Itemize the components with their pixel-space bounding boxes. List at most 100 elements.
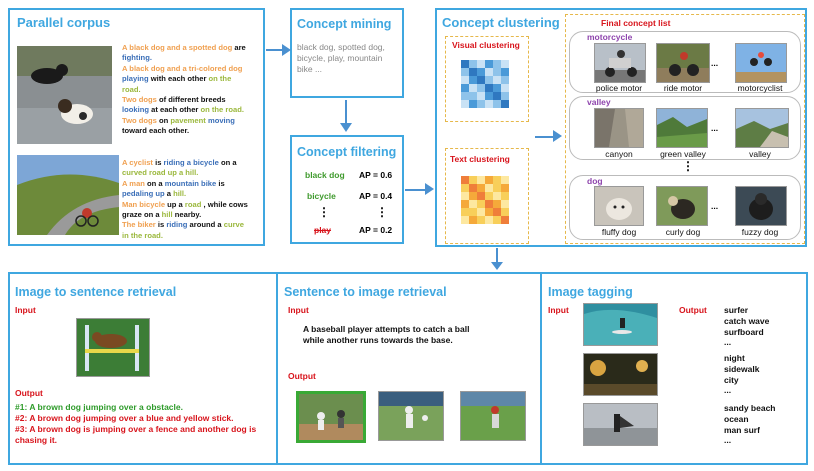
- arrow-mining-to-filtering: [345, 100, 347, 124]
- s2i-title: Sentence to image retrieval: [284, 285, 447, 299]
- arrow-to-applications: [496, 248, 498, 263]
- night-city-photo: [583, 353, 658, 396]
- parallel-corpus-panel: Parallel corpus A black dog and a spotte…: [8, 8, 265, 246]
- group-name-motorcycle: motorcycle: [587, 32, 633, 42]
- caption1-segment: playing: [122, 74, 149, 84]
- matrix-cell: [469, 216, 477, 224]
- matrix-cell: [461, 216, 469, 224]
- divider-1: [276, 272, 278, 465]
- dog-label-2: curly dog: [665, 227, 701, 237]
- s2i-query: A baseball player attempts to catch a ba…: [303, 324, 470, 345]
- filter-dots-1: ⋮: [318, 205, 330, 219]
- caption2-segment: pedaling up: [122, 189, 165, 199]
- divider-2: [540, 272, 542, 465]
- tag-2-2: sidewalk: [724, 364, 760, 374]
- matrix-cell: [493, 76, 501, 84]
- matrix-cell: [485, 216, 493, 224]
- matrix-cell: [485, 184, 493, 192]
- caption1-segment: A black dog and a tri-colored dog: [122, 63, 243, 73]
- tag-3-2: ocean: [724, 414, 749, 424]
- matrix-cell: [493, 176, 501, 184]
- arrowhead-icon: [425, 183, 434, 195]
- s2i-input-label: Input: [288, 305, 309, 315]
- group-name-dog: dog: [587, 176, 603, 186]
- text-clustering-label: Text clustering: [450, 154, 510, 164]
- matrix-cell: [469, 92, 477, 100]
- caption2-segment: on a: [218, 158, 237, 167]
- concept-mining-panel: Concept mining black dog, spotted dog, b…: [290, 8, 404, 98]
- matrix-cell: [477, 200, 485, 208]
- matrix-cell: [485, 76, 493, 84]
- matrix-cell: [493, 68, 501, 76]
- caption1-segment: moving: [205, 115, 235, 125]
- caption1-segment: on the road.: [200, 105, 244, 115]
- caption2-line: graze on a hill nearby.: [122, 210, 264, 220]
- caption1-line: Two dogs on pavement moving: [122, 116, 264, 126]
- matrix-cell: [461, 208, 469, 216]
- caption1-segment: road.: [122, 84, 141, 94]
- filter-concept-1: black dog: [305, 170, 345, 180]
- i2s-result-1: #1: A brown dog jumping over a obstacle.: [15, 402, 183, 412]
- caption1-line: A black dog and a spotted dog are fighti…: [122, 43, 264, 64]
- matrix-cell: [469, 76, 477, 84]
- arrowhead-icon: [282, 44, 291, 56]
- caption1-line: Two dogs of different breeds: [122, 95, 264, 105]
- matrix-cell: [501, 176, 509, 184]
- motorcyclist-photo: [735, 43, 787, 83]
- matrix-cell: [477, 76, 485, 84]
- baseball-result-3: [460, 391, 526, 441]
- caption2-segment: is: [155, 220, 167, 230]
- matrix-cell: [501, 84, 509, 92]
- dogs-photo: [17, 46, 112, 144]
- concept-clustering-title: Concept clustering: [442, 15, 560, 30]
- matrix-cell: [493, 184, 501, 192]
- caption2-segment: riding: [166, 220, 188, 230]
- caption1-line: A black dog and a tri-colored dog: [122, 64, 264, 74]
- tag-1-2: catch wave: [724, 316, 770, 326]
- caption2-segment: nearby.: [172, 210, 202, 220]
- matrix-cell: [477, 184, 485, 192]
- concept-mining-text: black dog, spotted dog, bicycle, play, m…: [297, 42, 385, 74]
- caption2-segment: in the road.: [122, 230, 163, 240]
- matrix-cell: [501, 184, 509, 192]
- matrix-cell: [461, 76, 469, 84]
- caption1-segment: Two dogs: [122, 95, 157, 105]
- matrix-cell: [493, 84, 501, 92]
- caption1-segment: on the: [208, 74, 232, 84]
- groups-vdots: ⋮: [682, 159, 694, 173]
- i2s-result-3: #3: A brown dog is jumping over a fence …: [15, 424, 257, 445]
- valley-photo: [735, 108, 789, 148]
- matrix-cell: [477, 208, 485, 216]
- valley-label-1: canyon: [605, 149, 633, 159]
- filter-dots-2: ⋮: [376, 205, 388, 219]
- matrix-cell: [469, 60, 477, 68]
- caption1-segment: of different breeds: [156, 95, 226, 105]
- caption2-segment: road: [184, 199, 202, 209]
- matrix-cell: [501, 92, 509, 100]
- beach-surfer-photo: [583, 403, 658, 446]
- caption1-segment: toward each other.: [122, 126, 190, 136]
- i2s-input-label: Input: [15, 305, 36, 315]
- matrix-cell: [461, 68, 469, 76]
- tag-2-3: city: [724, 375, 739, 385]
- tag-1-4: ...: [724, 337, 732, 347]
- caption2-line: The biker is riding around a curve: [122, 220, 264, 230]
- caption2-segment: hill.: [173, 189, 187, 199]
- visual-clustering-matrix: [461, 60, 509, 108]
- arrowhead-icon: [340, 123, 352, 132]
- matrix-cell: [485, 192, 493, 200]
- matrix-cell: [461, 92, 469, 100]
- s2i-output-label: Output: [288, 371, 316, 381]
- matrix-cell: [469, 84, 477, 92]
- matrix-cell: [493, 216, 501, 224]
- baseball-result-1: [296, 391, 366, 443]
- matrix-cell: [493, 200, 501, 208]
- caption1-segment: are: [232, 43, 246, 52]
- matrix-cell: [461, 192, 469, 200]
- tagging-title: Image tagging: [548, 285, 633, 299]
- caption2-line: A man on a mountain bike is: [122, 179, 264, 189]
- curly-dog-photo: [656, 186, 708, 226]
- matrix-cell: [485, 92, 493, 100]
- caption2-line: in the road.: [122, 231, 264, 241]
